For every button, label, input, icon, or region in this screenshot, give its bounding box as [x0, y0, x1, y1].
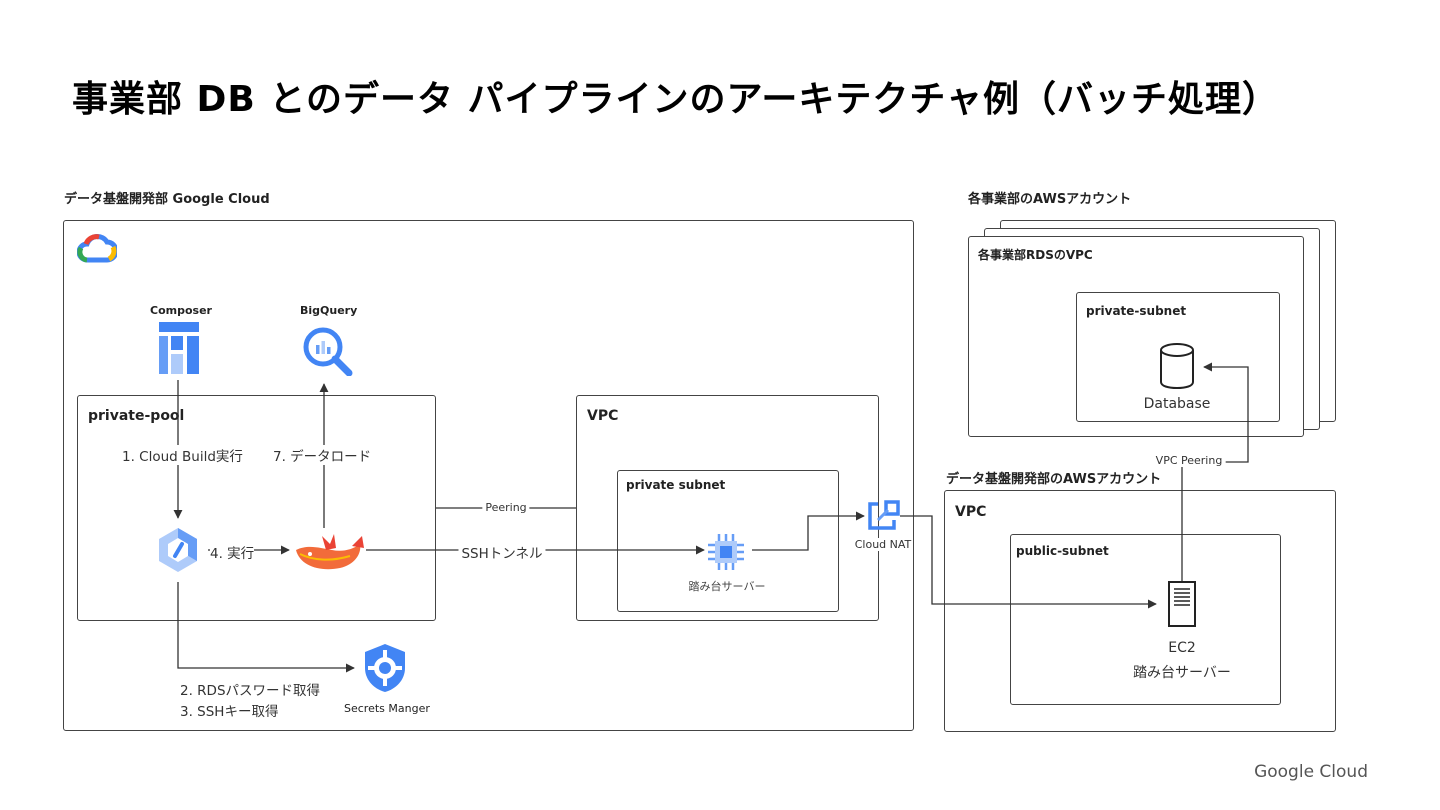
cloud-build-icon	[159, 528, 197, 572]
private-pool-box	[77, 395, 436, 621]
edge-label-step1: 1. Cloud Build実行	[122, 445, 243, 465]
edge-label-step7: 7. データロード	[273, 445, 372, 465]
composer-label: Composer	[150, 304, 212, 317]
aws-business-section-label: 各事業部のAWSアカウント	[968, 192, 1132, 207]
footer-brand: Google Cloud	[1254, 762, 1368, 782]
aws-data-vpc-label: VPC	[955, 504, 987, 520]
aws-business-private-subnet-label: private-subnet	[1086, 304, 1187, 318]
pipeline-tool-icon	[296, 534, 364, 570]
gcp-private-subnet-label: private subnet	[626, 478, 726, 492]
aws-data-public-subnet-label: public-subnet	[1016, 544, 1109, 558]
secrets-manager-label: Secrets Manger	[344, 702, 430, 715]
edge-label-vpc-peering: VPC Peering	[1152, 454, 1226, 467]
google-cloud-logo	[77, 234, 117, 263]
gcp-vpc-label: VPC	[587, 408, 619, 424]
edge-label-step4: 4. 実行	[210, 542, 255, 562]
aws-business-rds-vpc-label: 各事業部RDSのVPC	[978, 248, 1093, 262]
cloud-nat-icon	[868, 500, 900, 530]
ec2-label: EC2	[1168, 640, 1196, 656]
edge-label-peering: Peering	[482, 501, 530, 514]
database-icon	[1160, 343, 1194, 390]
ec2-server-icon	[1168, 581, 1196, 627]
aws-data-section-label: データ基盤開発部のAWSアカウント	[946, 468, 1162, 487]
bigquery-icon	[303, 327, 353, 376]
edge-label-step2: 2. RDSパスワード取得	[180, 683, 321, 699]
page-title: 事業部 DB とのデータ パイプラインのアーキテクチャ例（バッチ処理）	[72, 79, 1280, 120]
aws-bastion-label: 踏み台サーバー	[1133, 662, 1231, 682]
cloud-nat-label: Cloud NAT	[854, 538, 912, 551]
private-pool-label: private-pool	[88, 408, 185, 424]
compute-engine-icon	[708, 534, 744, 570]
database-label: Database	[1143, 396, 1211, 412]
edge-label-step3: 3. SSHキー取得	[180, 704, 279, 720]
composer-icon	[159, 322, 199, 374]
gcp-bastion-label: 踏み台サーバー	[688, 578, 766, 594]
gcp-section-label: データ基盤開発部 Google Cloud	[64, 192, 270, 207]
edge-label-ssh-tunnel: SSHトンネル	[458, 542, 546, 562]
bigquery-label: BigQuery	[300, 304, 358, 317]
secrets-manager-icon	[365, 644, 405, 692]
